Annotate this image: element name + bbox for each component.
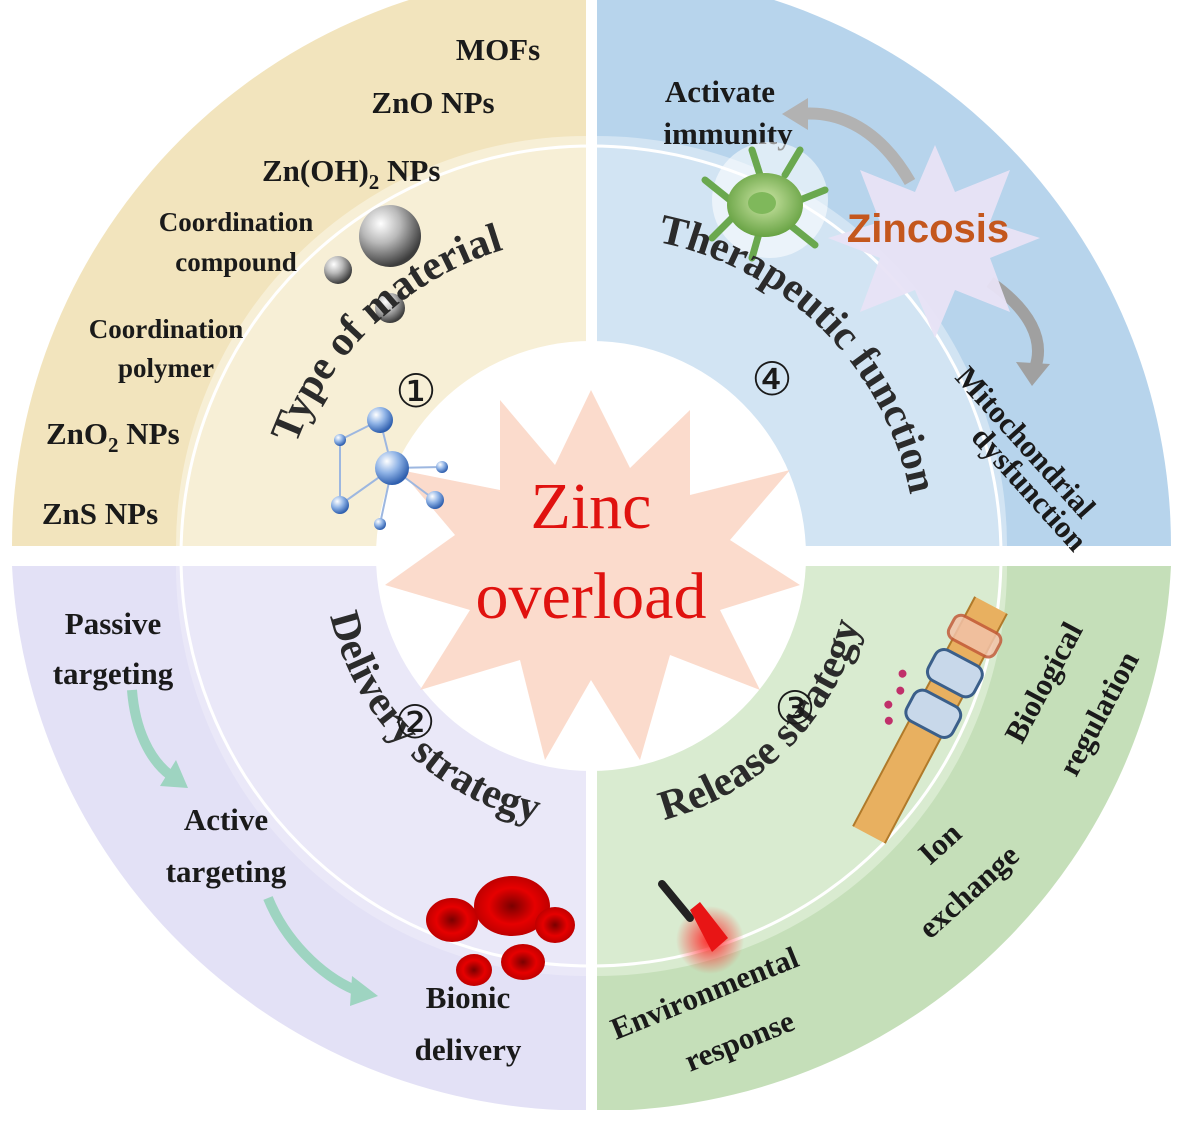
arrowhead-icon xyxy=(350,976,378,1006)
laser-icon xyxy=(658,880,744,974)
material-item-zno: ZnO NPs xyxy=(371,85,494,120)
activate-immunity-line1: Activate xyxy=(665,74,775,109)
red-blood-cells-icon xyxy=(426,876,575,986)
material-item-zns: ZnS NPs xyxy=(42,496,158,531)
active-targeting-line1: Active xyxy=(184,802,268,837)
material-item-znoh2: Zn(OH)2 NPs xyxy=(262,153,440,194)
center-title-line2: overload xyxy=(476,560,707,633)
center-title-line1: Zinc xyxy=(531,470,652,543)
bionic-delivery-line1: Bionic xyxy=(426,980,510,1015)
bionic-delivery-line2: delivery xyxy=(415,1032,522,1067)
sphere-icon xyxy=(375,293,405,323)
molecule-atoms xyxy=(331,407,448,530)
passive-targeting-line2: targeting xyxy=(53,656,174,691)
arrow-active-to-bionic-icon xyxy=(263,896,358,995)
material-item-zno2: ZnO2 NPs xyxy=(46,416,180,457)
membrane-icon xyxy=(852,596,1008,844)
zincosis-label: Zincosis xyxy=(847,207,1009,251)
material-item-coord-compound-2: compound xyxy=(175,247,297,277)
material-item-coord-compound-1: Coordination xyxy=(159,207,314,237)
center-star xyxy=(385,390,800,760)
sphere-icon xyxy=(324,256,352,284)
material-item-coord-polymer-1: Coordination xyxy=(89,314,244,344)
arrowhead-icon xyxy=(160,760,188,788)
arrow-to-immunity-icon xyxy=(799,107,916,186)
release-number: ③ xyxy=(774,683,815,734)
delivery-number: ② xyxy=(394,697,435,748)
therapeutic-number: ④ xyxy=(751,354,792,405)
arrowhead-icon xyxy=(1016,362,1050,386)
material-item-coord-polymer-2: polymer xyxy=(118,353,214,383)
arrowhead-icon xyxy=(782,98,808,130)
arrow-passive-to-active-icon xyxy=(127,689,174,779)
sphere-icon xyxy=(359,205,421,267)
active-targeting-line2: targeting xyxy=(166,854,287,889)
material-item-mofs: MOFs xyxy=(456,32,540,67)
material-number: ① xyxy=(395,366,436,417)
immune-cell-icon xyxy=(701,142,829,262)
ring-dividers xyxy=(179,144,1003,968)
passive-targeting-line1: Passive xyxy=(65,606,161,641)
zincosis-star xyxy=(828,145,1040,338)
